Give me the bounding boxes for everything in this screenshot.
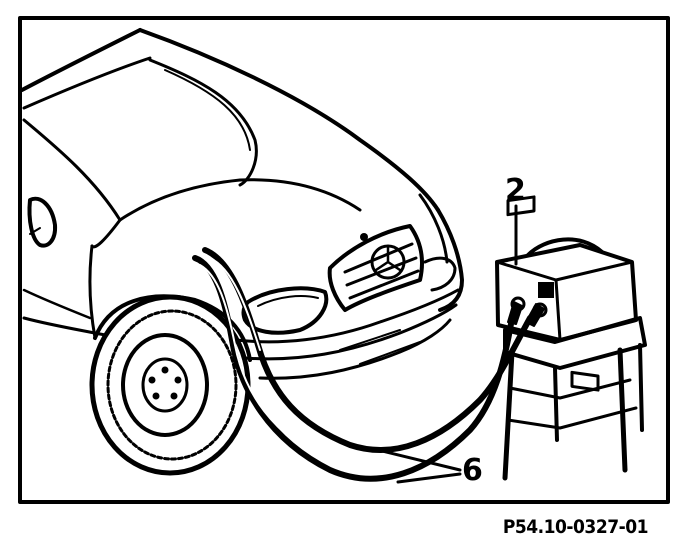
vehicle-side-line <box>22 288 92 320</box>
table-shelf <box>506 406 638 430</box>
vehicle-fender-right <box>436 208 464 312</box>
vehicle-hood-crease <box>148 58 258 187</box>
table-leg-front-left <box>502 349 515 481</box>
table-crossbar <box>508 378 632 400</box>
charger-front-edge <box>554 278 562 342</box>
grille-slat-1 <box>343 242 414 274</box>
charger-handle <box>526 237 604 257</box>
vehicle-hood-outline <box>138 28 440 212</box>
rim-inner <box>141 357 189 413</box>
vehicle-grille <box>327 224 424 312</box>
charger-meter <box>538 282 554 298</box>
bumper-vent-2 <box>359 341 421 365</box>
figure-code: P54.10-0327-01 <box>502 516 649 538</box>
vehicle-hood-crease-inner <box>164 69 251 151</box>
cable-positive-highlight <box>199 264 331 463</box>
cables-callout-leader-1 <box>376 448 462 472</box>
callout-cables: 6 <box>462 453 483 488</box>
headlight-inner <box>257 295 319 307</box>
tire-tread <box>106 309 238 461</box>
lug-nut-4 <box>152 392 160 400</box>
rim <box>121 333 209 437</box>
charger-display-left <box>506 195 536 217</box>
battery-charger <box>495 195 638 392</box>
vehicle-windshield-base <box>22 118 122 222</box>
charger-display-right <box>570 370 600 392</box>
cable-clamp-2 <box>525 303 545 327</box>
vehicle-body-front-edge <box>90 218 122 249</box>
vehicle-hood-left-edge <box>118 178 362 222</box>
side-mirror-stem <box>29 227 41 235</box>
vehicle-door-edge <box>88 244 97 340</box>
vehicle-roof-line <box>20 28 142 92</box>
charger-table <box>502 316 647 481</box>
charging-cables <box>192 247 545 484</box>
lug-nut-3 <box>170 392 178 400</box>
table-leg-back-left <box>553 366 559 442</box>
cable-clamp-1 <box>507 301 523 325</box>
table-leg-back-right <box>638 343 644 432</box>
lug-nut-5 <box>148 376 156 384</box>
vehicle-hood-dot <box>360 233 368 241</box>
tire-outer <box>89 294 251 476</box>
lug-nut-1 <box>161 366 169 374</box>
bumper-vent-1 <box>339 329 401 351</box>
grille-slat-3 <box>348 269 420 300</box>
cable-positive <box>192 255 515 482</box>
vehicle-fender-inner <box>418 193 449 264</box>
star-emblem-arms <box>374 246 402 272</box>
vehicle-star-emblem <box>370 244 406 280</box>
vehicle-a-pillar <box>22 56 152 110</box>
callout-charger: 2 <box>505 173 526 208</box>
vehicle <box>20 28 464 380</box>
lug-nut-2 <box>174 376 182 384</box>
vehicle-bumper-mid <box>243 303 458 361</box>
cables-callout-leader-2 <box>396 472 462 484</box>
vehicle-side-mirror <box>27 196 58 248</box>
table-leg-front-right <box>617 347 628 473</box>
charger-top <box>495 243 634 282</box>
vehicle-headlight <box>241 286 329 335</box>
grille-slat-2 <box>345 256 418 287</box>
cable-negative-highlight <box>209 257 261 351</box>
vehicle-headlight-right <box>423 256 457 292</box>
frame-border <box>18 16 670 504</box>
vehicle-bumper-lower <box>258 318 452 380</box>
vehicle-bumper-upper <box>234 288 460 344</box>
